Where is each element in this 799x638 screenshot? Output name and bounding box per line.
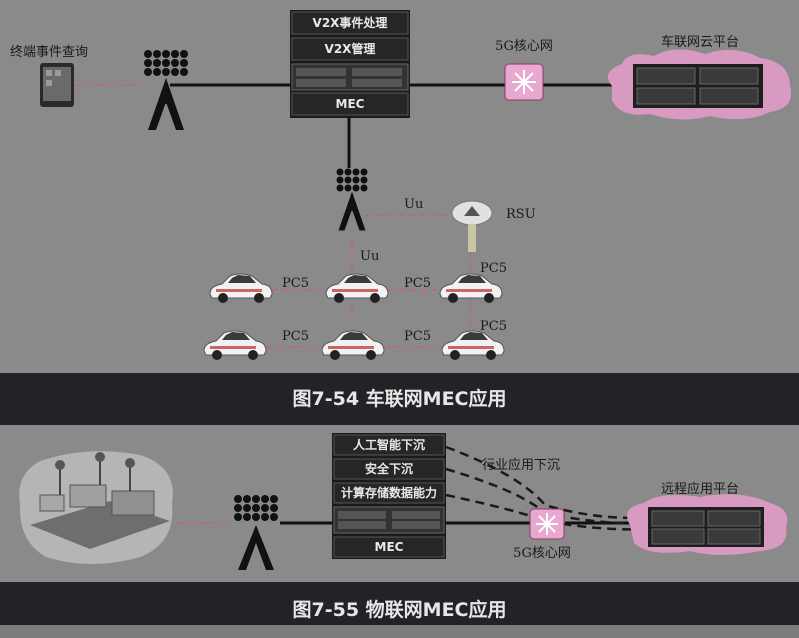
- uu-label-top: Uu: [404, 197, 423, 212]
- car-icon: [439, 273, 503, 304]
- car-icon: [209, 273, 273, 304]
- cloud-platform-label: 车联网云平台: [661, 34, 739, 50]
- car-icon: [203, 330, 267, 361]
- figure-2-panel: 人工智能下沉 安全下沉 计算存储数据能力 MEC 行业应用下沉 5G核心网 远程…: [0, 425, 799, 582]
- router-icon: [529, 508, 565, 540]
- car-icon: [325, 273, 389, 304]
- iot-campus-image: [19, 451, 173, 564]
- figure-1-caption: 图7-54 车联网MEC应用: [0, 373, 799, 425]
- router-icon: [504, 63, 544, 101]
- dashed-links: [75, 84, 471, 350]
- mec-row-ai: 人工智能下沉: [353, 437, 425, 452]
- tablet-icon: [40, 63, 74, 107]
- remote-platform-icon: [627, 494, 788, 555]
- mec-row-v2x-event: V2X事件处理: [313, 15, 388, 30]
- remote-platform-label: 远程应用平台: [661, 481, 739, 497]
- pc5-label: PC5: [480, 261, 507, 276]
- uu-label-side: Uu: [360, 249, 379, 264]
- terminal-label: 终端事件查询: [10, 44, 88, 60]
- mec-row-security: 安全下沉: [365, 461, 413, 476]
- car-icon: [441, 330, 505, 361]
- core-network-label: 5G核心网: [513, 546, 571, 561]
- pc5-label: PC5: [282, 329, 309, 344]
- pc5-label: PC5: [404, 329, 431, 344]
- figure-2-caption: 图7-55 物联网MEC应用: [0, 582, 799, 625]
- mec-row-mec: MEC: [336, 97, 365, 111]
- car-icon: [321, 330, 385, 361]
- core-network-label: 5G核心网: [495, 39, 553, 54]
- mec-row-mec: MEC: [375, 540, 404, 554]
- mec-server-stack: [290, 10, 410, 118]
- figure-1-panel: 终端事件查询 V2X事件处理 V2X管理 MEC 5G核心网 车联网云平台: [0, 0, 799, 373]
- pc5-label: PC5: [282, 276, 309, 291]
- cloud-platform-icon: [607, 49, 792, 120]
- base-station-icon: [234, 495, 278, 570]
- figure-2-diagram: 人工智能下沉 安全下沉 计算存储数据能力 MEC 行业应用下沉 5G核心网 远程…: [19, 433, 788, 570]
- base-station-2-icon: [336, 168, 368, 231]
- mec-row-v2x-manage: V2X管理: [325, 41, 376, 56]
- pc5-label: PC5: [480, 319, 507, 334]
- base-station-icon: [144, 50, 188, 130]
- rsu-label: RSU: [506, 207, 536, 222]
- figure-1-diagram: 终端事件查询 V2X事件处理 V2X管理 MEC 5G核心网 车联网云平台: [10, 10, 792, 361]
- pc5-label: PC5: [404, 276, 431, 291]
- mec-row-compute: 计算存储数据能力: [341, 485, 437, 500]
- industry-offload-label: 行业应用下沉: [482, 457, 560, 473]
- rsu-icon: [451, 200, 493, 252]
- mec-server-stack: [332, 433, 446, 559]
